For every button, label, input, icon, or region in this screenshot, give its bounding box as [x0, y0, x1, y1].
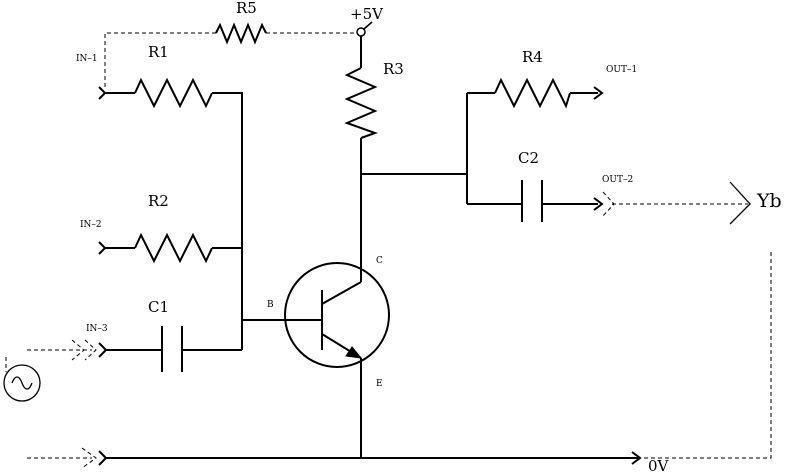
capacitor-c1	[161, 326, 183, 372]
ground-connector-icon	[98, 450, 108, 466]
label-r3: R3	[383, 60, 404, 78]
in1-connector-icon	[98, 86, 107, 100]
label-ground: 0V	[648, 457, 670, 474]
capacitor-c2	[521, 180, 543, 222]
in3-connector-icon	[98, 342, 108, 358]
label-out1: OUT–1	[606, 65, 637, 75]
label-c1: C1	[148, 298, 169, 316]
label-in3: IN–3	[86, 324, 108, 334]
dashed-right-return	[640, 252, 772, 459]
label-r2: R2	[148, 192, 169, 210]
emitter-arrow-icon	[345, 346, 363, 359]
resistor-r3	[344, 67, 378, 139]
resistor-r5	[215, 22, 267, 45]
resistor-r2	[134, 232, 213, 264]
ground-arrow-icon	[631, 451, 642, 465]
supply-tick	[363, 21, 373, 30]
ground-dashed-chevron	[81, 447, 97, 469]
in3-dashed-chevron-a	[71, 339, 85, 361]
out2-dashed-chevron	[602, 191, 615, 217]
label-out2: OUT–2	[602, 175, 633, 185]
label-r5: R5	[236, 0, 257, 17]
label-in2: IN–2	[80, 220, 102, 230]
dashed-r5-left	[104, 32, 216, 88]
label-r1: R1	[148, 43, 169, 61]
npn-transistor	[284, 262, 390, 368]
label-yb: Yb	[756, 190, 782, 212]
supply-terminal	[356, 27, 366, 37]
label-in1: IN–1	[76, 54, 98, 64]
resistor-r4	[494, 77, 571, 109]
label-emitter: E	[376, 379, 383, 389]
wiring	[105, 36, 638, 459]
out1-arrow-icon	[593, 86, 604, 100]
out2-arrow-icon	[593, 197, 604, 211]
in3-dashed-chevron-b	[84, 339, 97, 361]
label-base: B	[267, 300, 274, 310]
wire-r1-bus	[212, 92, 243, 350]
label-collector: C	[376, 256, 383, 266]
label-c2: C2	[518, 149, 539, 167]
dashed-links	[5, 32, 772, 459]
resistor-r1	[134, 77, 213, 109]
label-supply: +5V	[350, 5, 384, 23]
label-r4: R4	[522, 48, 543, 66]
in2-connector-icon	[98, 241, 107, 255]
yb-arrow-icon	[729, 181, 751, 225]
ac-source-icon	[3, 364, 41, 402]
